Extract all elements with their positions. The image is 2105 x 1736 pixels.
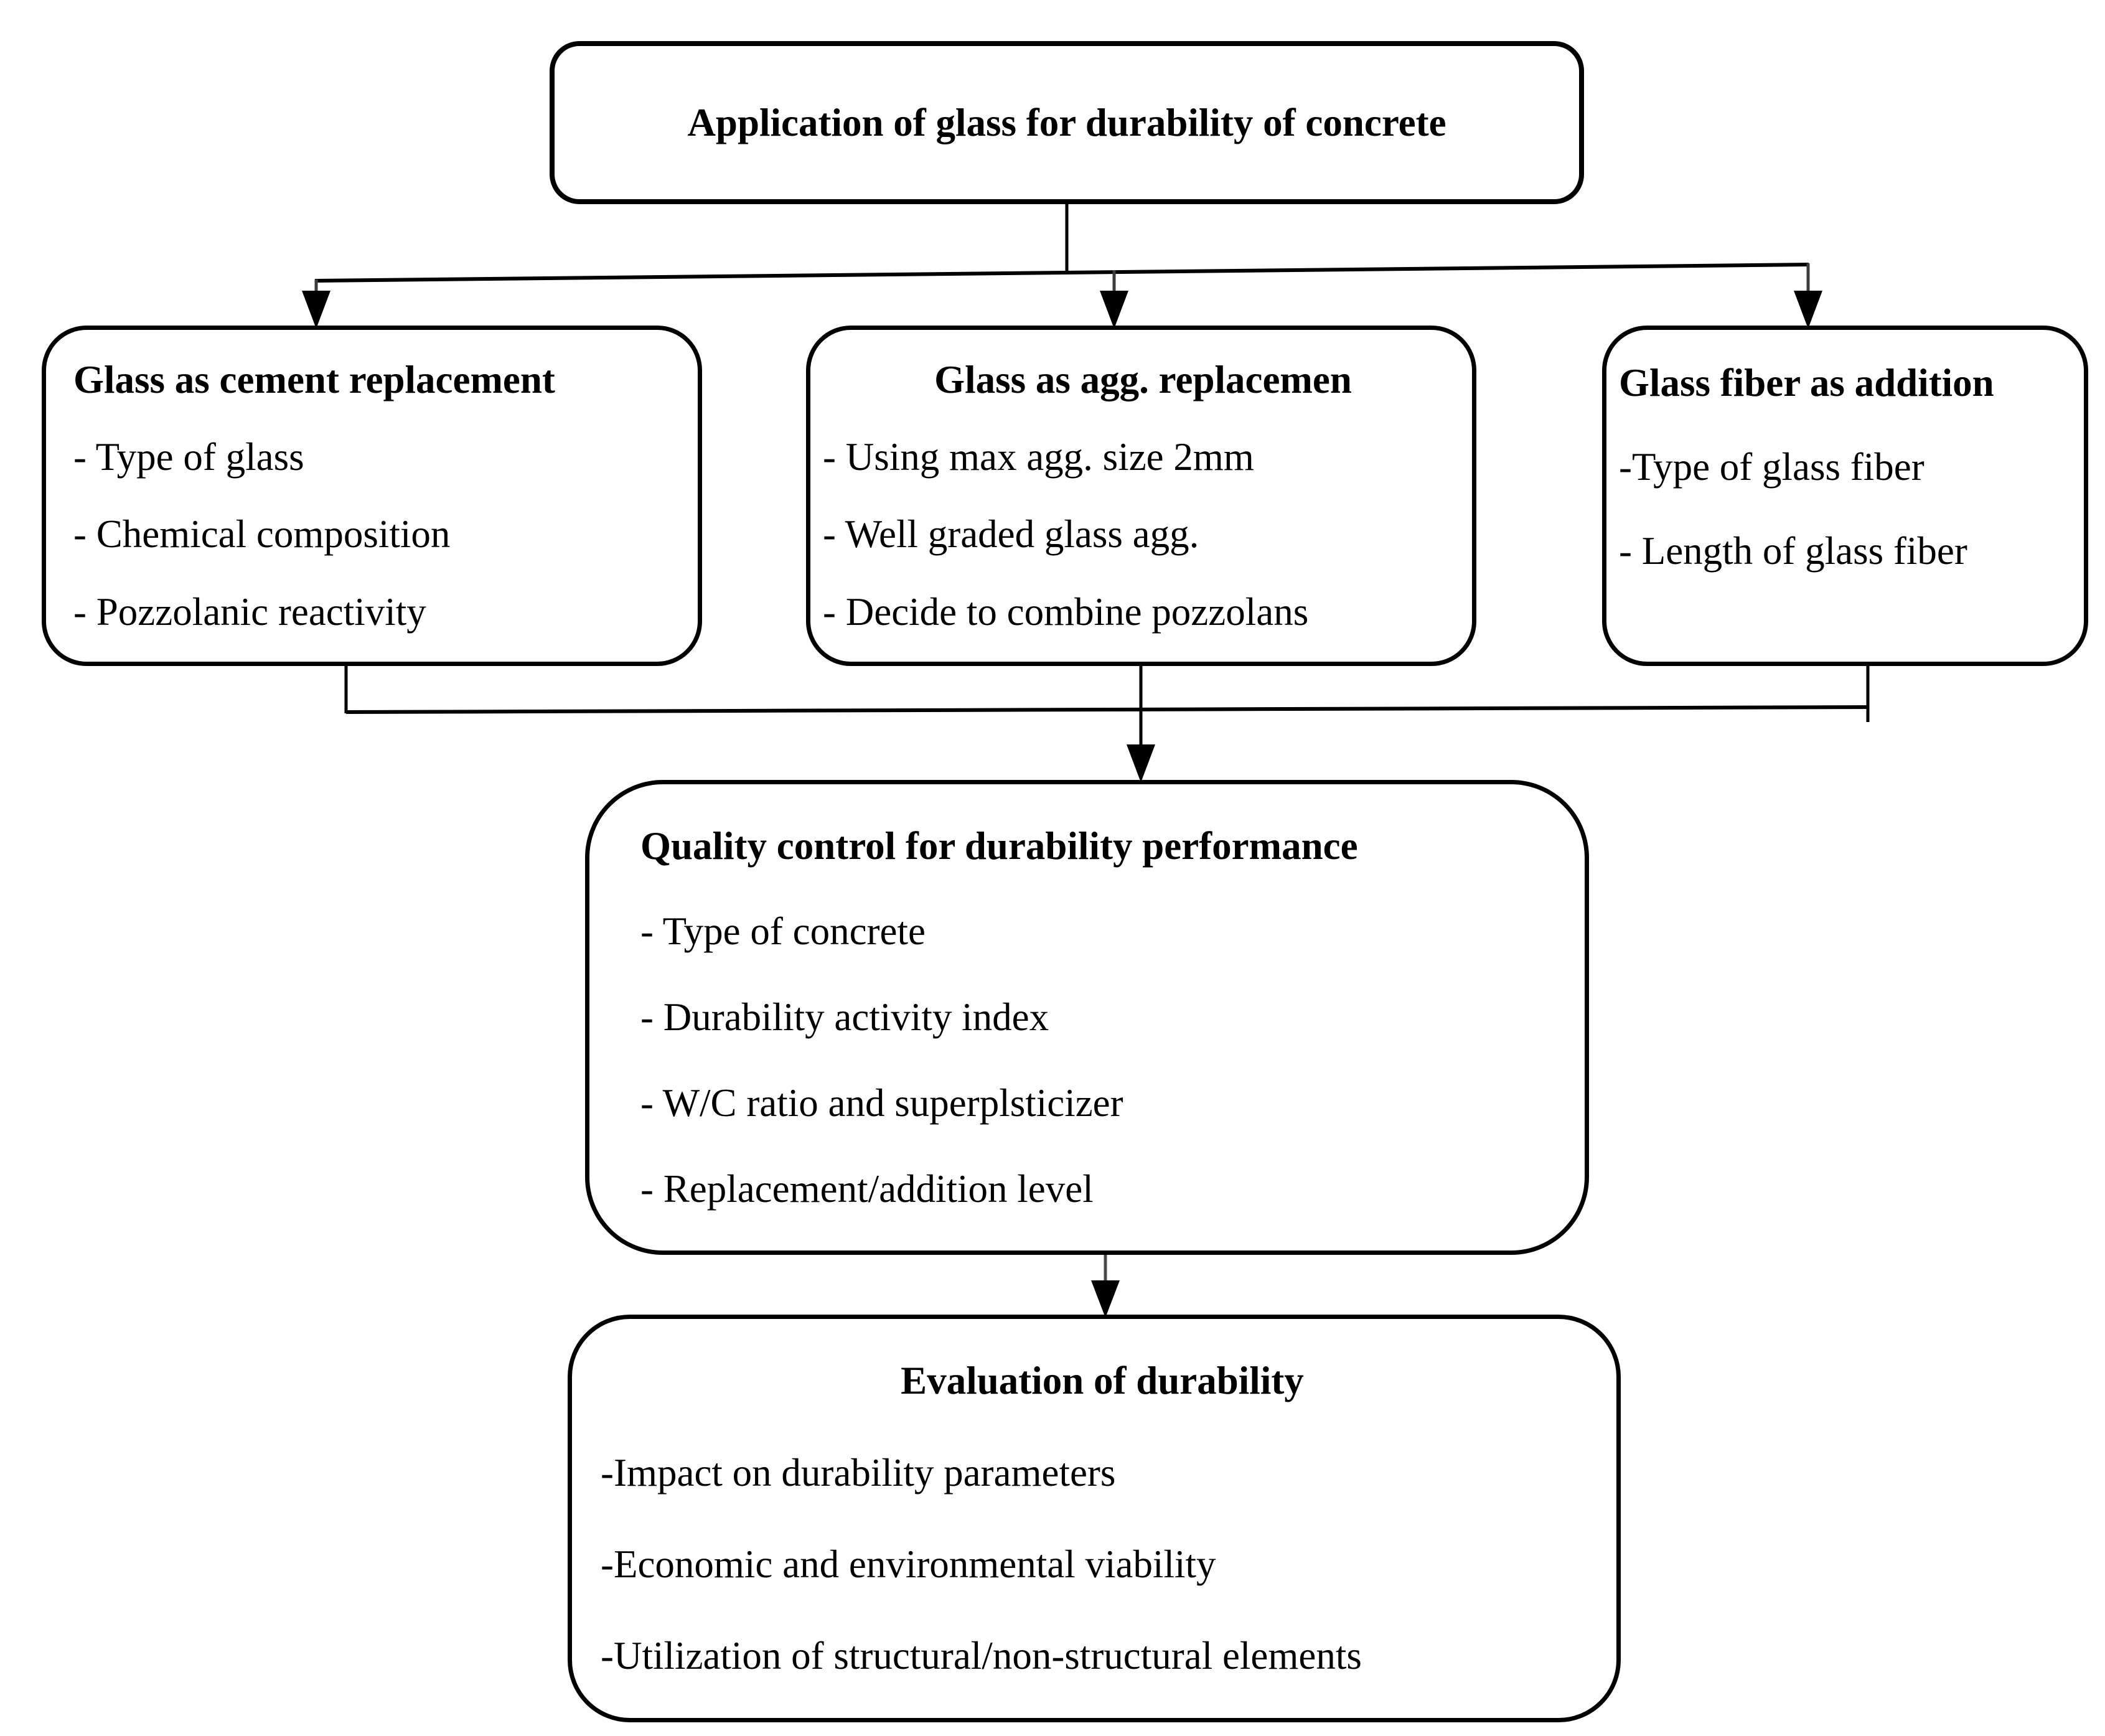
arrow-down-center-icon — [1127, 744, 1155, 782]
aggregate-box-item: - Using max agg. size 2mm — [823, 435, 1254, 479]
quality-box-item: - Type of concrete — [640, 909, 926, 954]
connector-merge-line — [345, 705, 1868, 714]
evaluation-box-item: -Utilization of structural/non-structura… — [601, 1634, 1362, 1678]
arrow-down-right-icon — [1794, 291, 1822, 329]
aggregate-box-heading: Glass as agg. replacemen — [934, 357, 1352, 401]
title-box-label: Application of glass for durability of c… — [687, 100, 1446, 144]
cement-box-heading: Glass as cement replacement — [73, 357, 555, 401]
quality-box-item: - Durability activity index — [640, 995, 1049, 1039]
cement-box-item: - Type of glass — [73, 435, 304, 479]
fiber-box-heading: Glass fiber as addition — [1619, 361, 1994, 405]
arrow-down-final-icon — [1091, 1280, 1120, 1318]
evaluation-box-item: -Impact on durability parameters — [601, 1450, 1116, 1494]
evaluation-box-item: -Economic and environmental viability — [601, 1542, 1216, 1586]
cement-replacement-box: Glass as cement replacement - Type of gl… — [42, 326, 702, 666]
quality-box-item: - W/C ratio and superplsticizer — [640, 1081, 1123, 1125]
quality-control-box: Quality control for durability performan… — [585, 780, 1589, 1255]
cement-box-item: - Pozzolanic reactivity — [73, 589, 426, 634]
quality-box-item: - Replacement/addition level — [640, 1166, 1094, 1211]
connector-distribution-line — [314, 263, 1809, 283]
evaluation-box-heading: Evaluation of durability — [901, 1359, 1304, 1403]
cement-box-item: - Chemical composition — [73, 512, 451, 556]
glass-fiber-box: Glass fiber as addition -Type of glass f… — [1602, 326, 2088, 666]
aggregate-replacement-box: Glass as agg. replacemen - Using max agg… — [806, 326, 1476, 666]
title-box: Application of glass for durability of c… — [550, 41, 1584, 204]
arrow-down-left-icon — [302, 291, 331, 329]
fiber-box-item: - Length of glass fiber — [1619, 529, 1967, 573]
quality-box-heading: Quality control for durability performan… — [640, 823, 1358, 868]
aggregate-box-item: - Decide to combine pozzolans — [823, 589, 1309, 634]
arrow-down-middle-icon — [1100, 291, 1128, 329]
aggregate-box-item: - Well graded glass agg. — [823, 512, 1199, 556]
evaluation-box: Evaluation of durability -Impact on dura… — [568, 1315, 1621, 1722]
fiber-box-item: -Type of glass fiber — [1619, 445, 1925, 489]
